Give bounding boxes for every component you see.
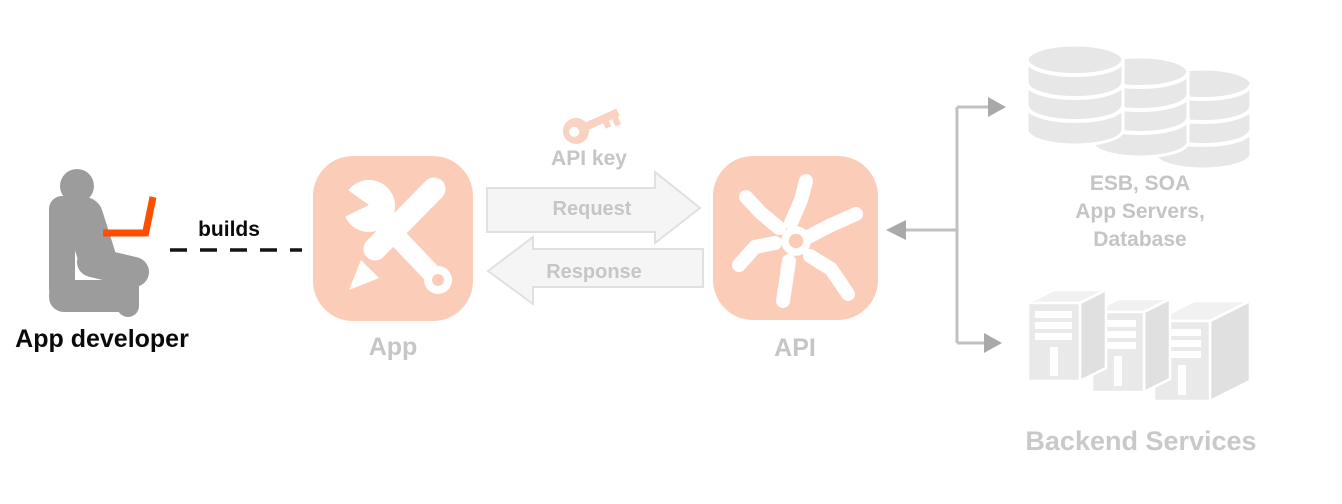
- server-boxes-icon: [1026, 288, 1252, 403]
- arrowhead-right-bottom: [984, 333, 1002, 353]
- response-arrow: [486, 234, 704, 306]
- esb-soa-label: ESB, SOA App Servers, Database: [1075, 170, 1205, 254]
- request-arrow: [486, 169, 702, 246]
- app-developer-label: App developer: [15, 325, 189, 353]
- arrowhead-left-api: [886, 220, 906, 240]
- builds-label: builds: [198, 218, 260, 241]
- wrench-and-pencil-icon: [313, 156, 473, 321]
- esb-soa-label-line2: App Servers,: [1075, 200, 1205, 223]
- backend-services-label: Backend Services: [1025, 426, 1257, 456]
- database-stack-icon: [1025, 43, 1253, 171]
- api-label: API: [774, 334, 816, 362]
- backend-connector-lines: [906, 105, 990, 345]
- request-label: Request: [552, 198, 632, 220]
- api-key-label: API key: [551, 147, 627, 170]
- app-label: App: [368, 333, 418, 361]
- esb-soa-label-line3: Database: [1093, 228, 1187, 251]
- spoke-wheel-icon: [713, 156, 878, 320]
- connector-arrowheads: [886, 97, 1006, 353]
- person-at-laptop-icon: [49, 169, 157, 317]
- response-label: Response: [546, 261, 642, 283]
- laptop-icon: [103, 196, 157, 237]
- arrowhead-right-top: [988, 97, 1006, 117]
- esb-soa-label-line1: ESB, SOA: [1089, 172, 1191, 195]
- key-icon: [563, 108, 622, 144]
